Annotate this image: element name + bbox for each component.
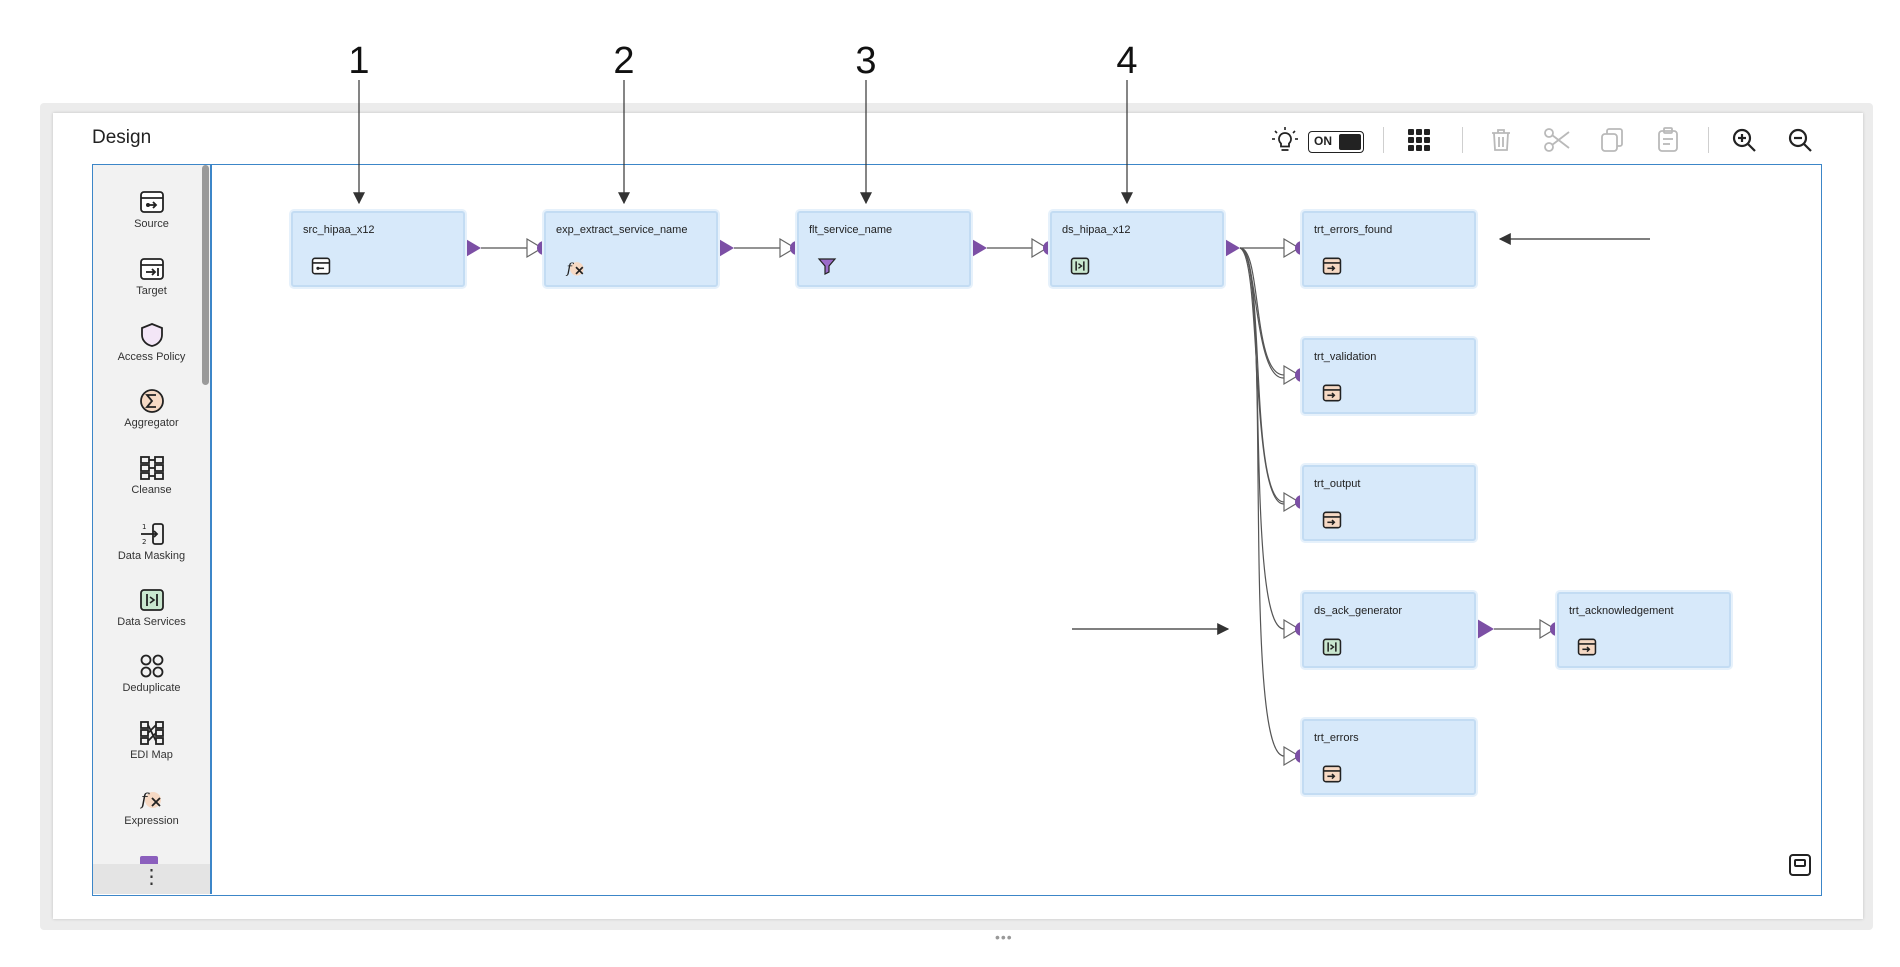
zoom-in-icon[interactable]: [1730, 126, 1758, 159]
callout-4: 4: [1116, 40, 1138, 82]
palette-item-target[interactable]: Target: [93, 256, 210, 297]
palette-label: Source: [134, 218, 169, 230]
masking-icon: 12: [140, 523, 164, 546]
target-icon: [139, 258, 164, 280]
source-icon: [139, 191, 164, 213]
svg-text:f: f: [139, 790, 150, 810]
toggle-knob: [1339, 134, 1361, 150]
node-label: flt_service_name: [809, 224, 893, 236]
palette-label: Aggregator: [124, 417, 179, 429]
target-icon: [1577, 638, 1597, 656]
palette-item-data-services[interactable]: Data Services: [93, 587, 210, 628]
callout-1: 1: [348, 40, 370, 82]
callout-3: 3: [855, 40, 877, 82]
node-expression[interactable]: exp_extract_service_name f: [544, 211, 718, 287]
lightbulb-icon[interactable]: [1270, 125, 1300, 160]
node-ack-generator[interactable]: ds_ack_generator: [1302, 592, 1476, 668]
node-label: trt_acknowledgement: [1569, 605, 1674, 617]
palette-label: EDI Map: [130, 749, 173, 761]
node-label: exp_extract_service_name: [556, 224, 688, 236]
node-target-acknowledgement[interactable]: trt_acknowledgement: [1557, 592, 1731, 668]
palette-item-access-policy[interactable]: Access Policy: [93, 322, 210, 363]
data-services-icon: [1322, 638, 1342, 656]
on-toggle[interactable]: ON: [1308, 131, 1364, 153]
palette-item-edi-map[interactable]: EDI Map: [93, 720, 210, 761]
node-label: src_hipaa_x12: [303, 224, 375, 236]
node-filter[interactable]: flt_service_name: [797, 211, 971, 287]
copy-icon[interactable]: [1598, 126, 1626, 159]
palette-more-button[interactable]: ⋮: [93, 864, 210, 894]
filter-icon: [817, 258, 837, 275]
palette-label: Cleanse: [131, 484, 172, 496]
palette-label: Data Masking: [117, 550, 186, 562]
node-source[interactable]: src_hipaa_x12: [291, 211, 465, 287]
svg-text:f: f: [566, 261, 575, 277]
node-data-services[interactable]: ds_hipaa_x12: [1050, 211, 1224, 287]
edi-map-icon: [139, 721, 164, 745]
palette-item-expression[interactable]: f Expression: [93, 786, 210, 827]
palette-item-aggregator[interactable]: Aggregator: [93, 388, 210, 429]
data-services-icon: [1070, 257, 1090, 275]
toolbar-separator: [1708, 127, 1709, 153]
node-target-validation[interactable]: trt_validation: [1302, 338, 1476, 414]
node-target-errors-found[interactable]: trt_errors_found: [1302, 211, 1476, 287]
node-label: trt_errors_found: [1314, 224, 1393, 236]
grid-layout-icon[interactable]: [1405, 126, 1433, 159]
palette-item-deduplicate[interactable]: Deduplicate: [93, 653, 210, 694]
node-label: ds_ack_generator: [1314, 605, 1403, 617]
node-label: trt_errors: [1314, 732, 1359, 744]
toggle-label: ON: [1314, 134, 1332, 148]
cleanse-icon: [139, 456, 164, 480]
palette-scrollbar[interactable]: [202, 165, 209, 385]
target-icon: [1322, 257, 1342, 275]
node-label: ds_hipaa_x12: [1062, 224, 1131, 236]
scissors-icon[interactable]: [1542, 126, 1572, 159]
design-title: Design: [92, 127, 152, 148]
palette-label: Deduplicate: [122, 682, 181, 694]
source-icon: [311, 257, 331, 275]
trash-icon[interactable]: [1487, 126, 1515, 159]
node-target-output[interactable]: trt_output: [1302, 465, 1476, 541]
overview-icon[interactable]: [1788, 853, 1812, 882]
target-icon: [1322, 384, 1342, 402]
node-label: trt_output: [1314, 478, 1361, 490]
expression-icon: f: [139, 790, 161, 810]
node-label: trt_validation: [1314, 351, 1377, 363]
palette-label: Expression: [124, 815, 179, 827]
data-services-icon: [139, 589, 164, 611]
zoom-out-icon[interactable]: [1786, 126, 1814, 159]
svg-text:2: 2: [142, 538, 146, 546]
svg-text:1: 1: [142, 523, 146, 531]
node-target-errors[interactable]: trt_errors: [1302, 719, 1476, 795]
expression-icon: f: [566, 261, 584, 277]
deduplicate-icon: [140, 654, 163, 678]
callout-2: 2: [613, 40, 635, 82]
shield-icon: [140, 323, 163, 347]
toolbar-separator: [1383, 127, 1384, 153]
palette-item-source[interactable]: Source: [93, 189, 210, 230]
paste-icon[interactable]: [1654, 126, 1682, 159]
palette-label: Data Services: [117, 616, 186, 628]
target-icon: [1322, 511, 1342, 529]
palette-label: Target: [136, 285, 167, 297]
sigma-icon: [139, 389, 164, 413]
palette-item-cleanse[interactable]: Cleanse: [93, 455, 210, 496]
palette-item-partial: [140, 856, 158, 864]
palette-label: Access Policy: [117, 351, 186, 363]
target-icon: [1322, 765, 1342, 783]
toolbar-separator: [1462, 127, 1463, 153]
panel-resize-handle[interactable]: •••: [995, 929, 1013, 945]
